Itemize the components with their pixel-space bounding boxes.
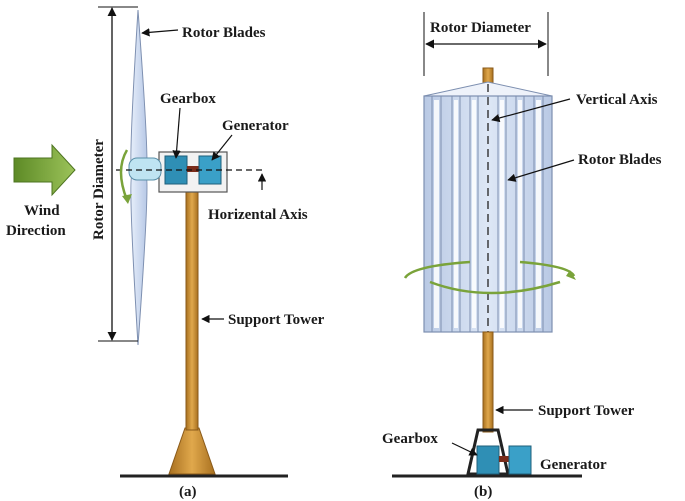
leader-generator-left <box>211 134 233 161</box>
caption-b: (b) <box>474 484 492 500</box>
label-rotor-blades-right: Rotor Blades <box>578 152 662 168</box>
rotation-arrowhead-left <box>122 194 132 204</box>
shaft-right <box>499 456 509 462</box>
leader-vertical-axis <box>491 98 571 123</box>
rotation-arrow-right-back2 <box>519 260 576 277</box>
label-wind-line2: Direction <box>6 223 66 239</box>
rotation-arrow-right <box>429 280 561 295</box>
rotor-slat-highlights <box>434 100 541 328</box>
label-generator-left: Generator <box>222 118 289 134</box>
rotation-arrow-left <box>119 149 129 201</box>
label-vertical-axis: Vertical Axis <box>576 92 658 108</box>
label-wind-line1: Wind <box>24 203 60 219</box>
label-rotor-diameter-right: Rotor Diameter <box>430 20 531 36</box>
leader-gearbox-left <box>172 107 181 159</box>
label-generator-right: Generator <box>540 457 607 473</box>
support-tower-right <box>482 331 494 433</box>
rotation-arrow-right-back <box>403 260 471 279</box>
label-support-tower-right: Support Tower <box>538 403 635 419</box>
leader-gearbox-right <box>451 442 478 456</box>
hub <box>128 157 162 181</box>
tower-frame-right <box>466 428 510 476</box>
support-tower-left <box>185 189 199 431</box>
gearbox-right <box>476 445 500 475</box>
label-rotor-blades-left: Rotor Blades <box>182 25 266 41</box>
label-gearbox-left: Gearbox <box>160 91 216 107</box>
caption-a: (a) <box>179 484 197 500</box>
generator-right <box>508 445 532 475</box>
tower-base-left <box>168 427 216 475</box>
label-gearbox-right: Gearbox <box>382 431 438 447</box>
rotation-arrowhead-right <box>566 270 576 280</box>
label-support-tower-left: Support Tower <box>228 312 325 328</box>
wind-direction-arrow <box>13 143 76 197</box>
label-horizontal-axis: Horizental Axis <box>208 207 308 223</box>
leader-rotor-blades-right <box>507 159 575 182</box>
horizontal-axis-turbine: Rotor Blades Gearbox Generator Horizenta… <box>6 6 325 500</box>
vertical-axis-turbine: Rotor Diameter <box>382 12 662 500</box>
leader-rotor-blades-left <box>141 28 179 37</box>
shaft-left <box>187 166 199 172</box>
label-rotor-diameter-left: Rotor Diameter <box>91 139 107 240</box>
